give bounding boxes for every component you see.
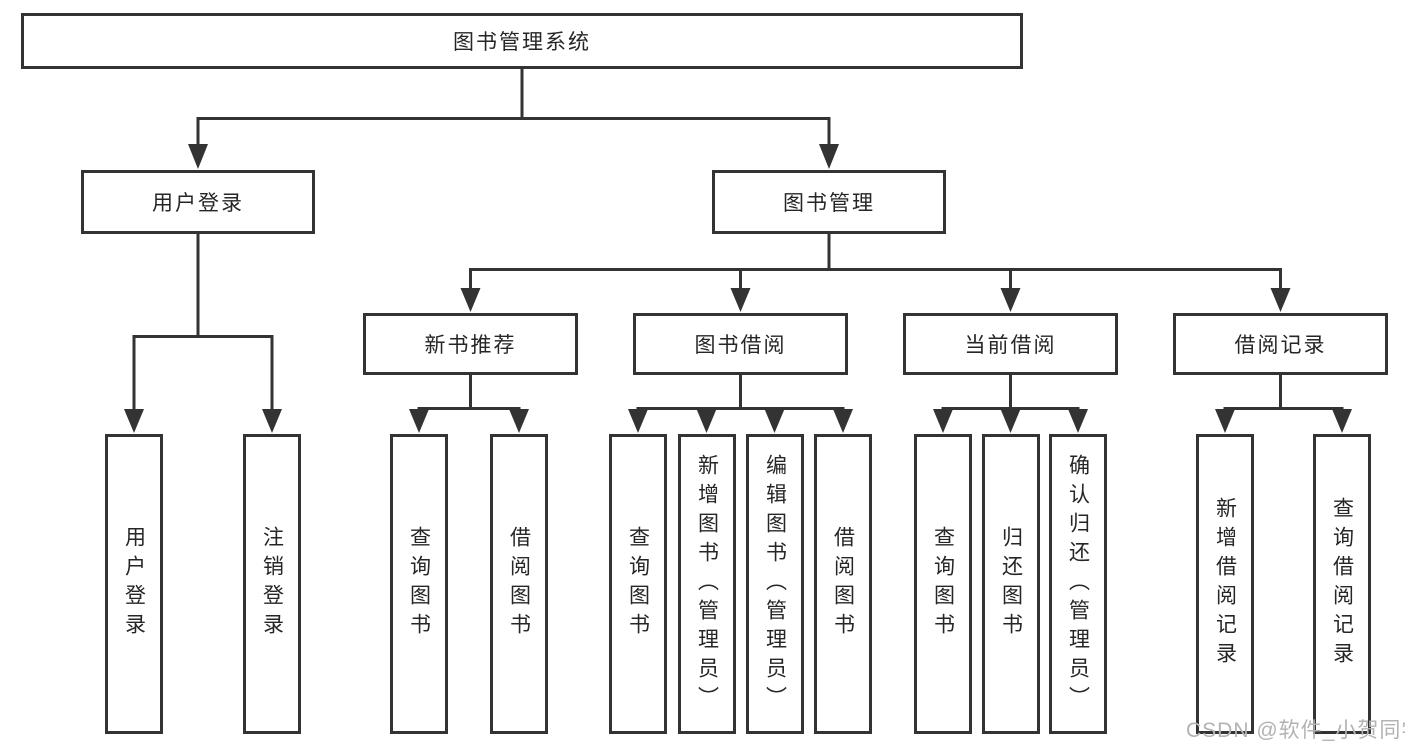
node-label: 查询借阅记录 (1330, 497, 1354, 671)
node-label: 注销登录 (260, 526, 284, 642)
node-label: 借阅图书 (831, 526, 855, 642)
leaf-borrowing-borrow-books: 借阅图书 (814, 434, 872, 734)
connector-userlogin-bar (132, 335, 274, 412)
leaf-records-query-record: 查询借阅记录 (1313, 434, 1371, 734)
node-label: 查询图书 (626, 526, 650, 642)
leaf-borrowing-query-books: 查询图书 (609, 434, 667, 734)
connector-borrowing-bar (636, 407, 845, 412)
leaf-borrowing-add-books: 新增图书（管理员） (678, 434, 736, 734)
node-label: 编辑图书（管理员） (763, 453, 787, 715)
node-label: 新增图书（管理员） (695, 453, 719, 715)
connector-bookmgmt-bar (469, 268, 1282, 290)
leaf-logout: 注销登录 (243, 434, 301, 734)
node-label: 借阅记录 (1234, 334, 1327, 357)
connector-recommend-bar (417, 407, 521, 412)
node-label: 确认归还（管理员） (1066, 453, 1090, 715)
node-label: 新增借阅记录 (1213, 497, 1237, 671)
leaf-current-return-books: 归还图书 (982, 434, 1040, 734)
connector-root-bar (196, 117, 831, 146)
node-label: 图书借阅 (694, 334, 787, 357)
leaf-borrowing-edit-books: 编辑图书（管理员） (746, 434, 804, 734)
leaf-user-login: 用户登录 (105, 434, 163, 734)
node-label: 当前借阅 (964, 334, 1057, 357)
leaf-current-confirm-return: 确认归还（管理员） (1049, 434, 1107, 734)
leaf-recommend-query-books: 查询图书 (390, 434, 448, 734)
node-label: 新书推荐 (424, 334, 517, 357)
leaf-records-add-record: 新增借阅记录 (1196, 434, 1254, 734)
node-label: 用户登录 (122, 526, 146, 642)
node-label: 查询图书 (407, 526, 431, 642)
node-label: 图书管理系统 (453, 31, 591, 54)
node-current-borrowing: 当前借阅 (903, 313, 1118, 375)
node-label: 借阅图书 (507, 526, 531, 642)
node-label: 图书管理 (783, 192, 875, 215)
leaf-recommend-borrow-books: 借阅图书 (490, 434, 548, 734)
leaf-current-query-books: 查询图书 (914, 434, 972, 734)
arrowheads (124, 144, 1352, 433)
node-label: 用户登录 (152, 192, 244, 215)
node-book-borrowing: 图书借阅 (633, 313, 848, 375)
node-borrowing-records: 借阅记录 (1173, 313, 1388, 375)
node-root: 图书管理系统 (21, 13, 1023, 69)
node-book-management: 图书管理 (712, 170, 946, 234)
node-label: 归还图书 (999, 526, 1023, 642)
csdn-watermark: CSDN @软件_小贺同学 (1186, 719, 1405, 742)
node-user-login: 用户登录 (81, 170, 315, 234)
connector-records-bar (1223, 407, 1344, 412)
node-label: 查询图书 (931, 526, 955, 642)
node-new-book-recommend: 新书推荐 (363, 313, 578, 375)
